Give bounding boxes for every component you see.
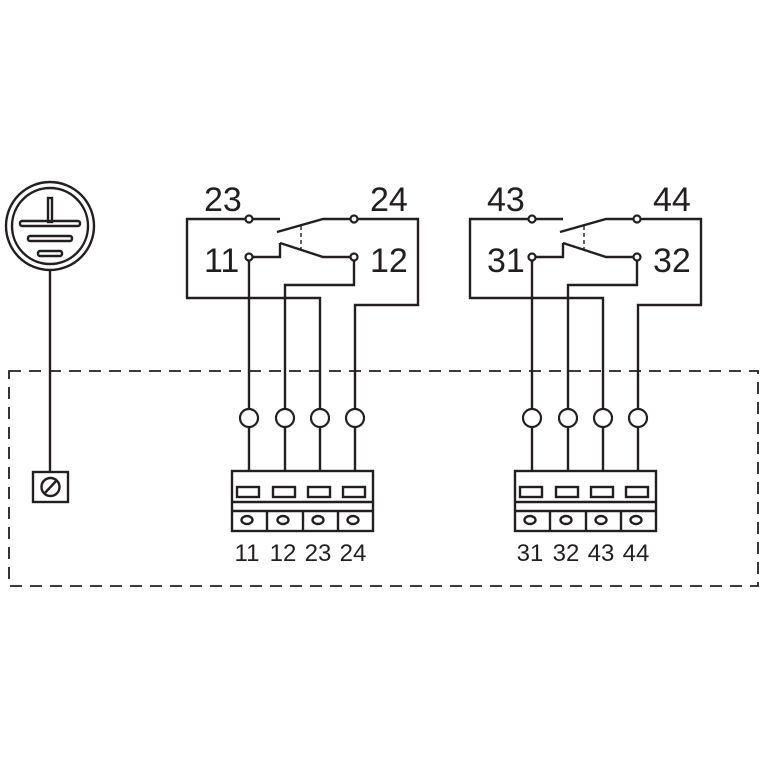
terminal-slot [341,485,367,499]
ground-inner-circle [10,186,90,266]
wire-nc-right [566,257,639,409]
ground-symbol [4,180,96,504]
contact-label: 23 [204,181,242,219]
wire-terminal-ring [309,407,331,429]
terminal-screw-icon [311,514,325,526]
relay-block-1: 23 24 11 12 11 12 23 24 [185,181,420,567]
terminal-label: 43 [588,540,615,567]
contact-point [527,252,537,262]
terminal-label: 11 [235,540,260,567]
wire-no-right [353,217,420,409]
terminal-label: 12 [270,540,297,567]
wire-nc-right [283,257,356,409]
contact-point [244,214,254,224]
switch-blade-nc [532,241,637,259]
terminal-slot [271,485,297,499]
relay-block-2: 43 44 31 32 31 32 43 44 [468,181,703,567]
terminal-label: 32 [553,540,580,567]
switch-blade-no [276,217,354,234]
contact-label: 44 [653,181,691,219]
switch-blade-nc [249,241,354,259]
enclosure-dashed-boundary [8,370,759,587]
terminal-screw-icon [629,514,643,526]
terminal-slot [306,485,332,499]
contact-point [632,214,642,224]
terminal-slot [624,485,650,499]
wire-terminal-ring [344,407,366,429]
terminal-slot [235,485,261,499]
wire-terminal-ring [274,407,296,429]
contact-label: 32 [653,242,691,280]
contact-point [632,252,642,262]
wire-no-left [468,217,605,409]
ground-screw-icon [40,476,61,498]
terminal-screw-icon [346,514,360,526]
wire-terminal-ring [592,407,614,429]
contact-point [244,252,254,262]
contact-label: 12 [370,242,408,280]
terminal-slot [589,485,615,499]
terminal-screw-icon [594,514,608,526]
wire-terminal-ring [521,407,543,429]
terminal-screw-icon [523,514,537,526]
contact-point [527,214,537,224]
contact-label: 11 [204,242,239,280]
ground-terminal [31,470,70,504]
contact-point [349,214,359,224]
terminal-screw-icon [276,514,290,526]
terminal-slot [554,485,580,499]
wire-terminal-ring [557,407,579,429]
contact-point [349,252,359,262]
contact-label: 31 [487,242,525,280]
terminal-label: 31 [517,540,544,567]
switch-blade-no [559,217,637,234]
wire-terminal-ring [627,407,649,429]
terminal-screw-icon [240,514,254,526]
terminal-label: 44 [623,540,650,567]
terminal-screw-icon [559,514,573,526]
terminal-label: 24 [340,540,367,567]
wire-no-right [636,217,703,409]
wire-no-left [185,217,322,409]
terminal-slot [518,485,544,499]
contact-label: 43 [487,181,525,219]
terminal-label: 23 [305,540,332,567]
earth-icon [18,196,82,258]
wire-terminal-ring [238,407,260,429]
contact-label: 24 [370,181,408,219]
